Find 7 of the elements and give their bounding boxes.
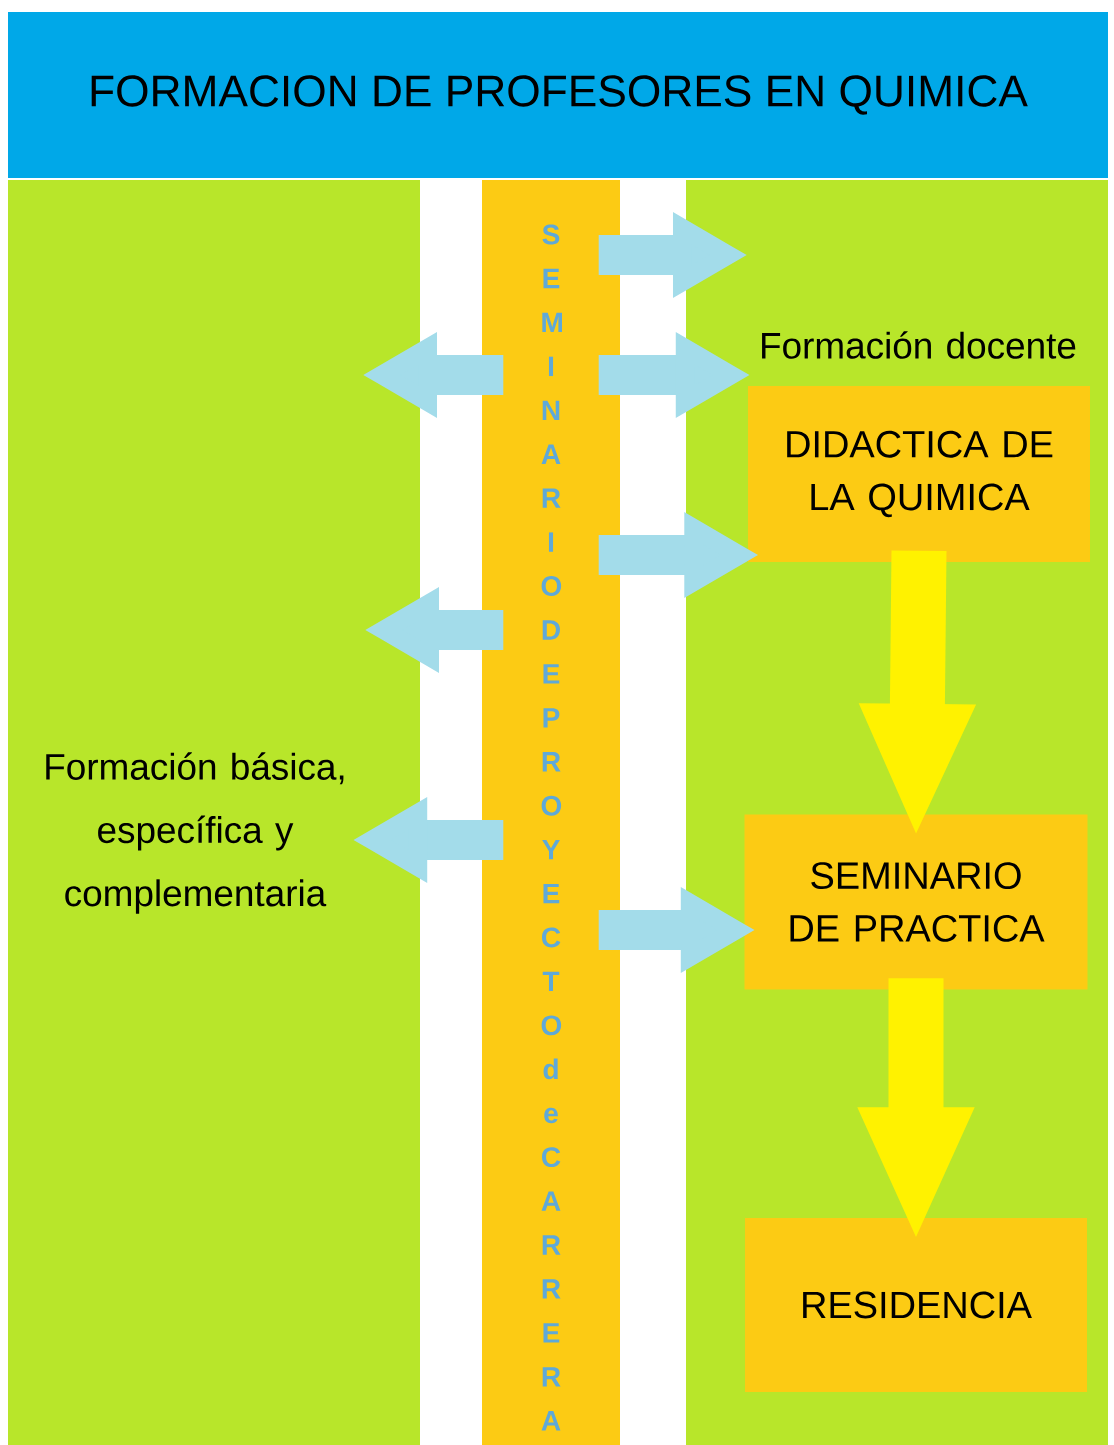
process-box: SEMINARIO DE PRACTICA bbox=[744, 814, 1088, 990]
text-label: Formación docente bbox=[762, 331, 1076, 359]
process-box: RESIDENCIA bbox=[745, 1218, 1087, 1392]
vertical-band: SEMINARIO DE PROYECTO de CARRERA bbox=[482, 180, 620, 1445]
process-box: DIDACTICA DE LA QUIMICA bbox=[748, 386, 1090, 562]
text-label: Formación básica, específica y complementaria bbox=[46, 752, 344, 914]
title-banner: FORMACION DE PROFESORES EN QUIMICA bbox=[8, 12, 1108, 178]
